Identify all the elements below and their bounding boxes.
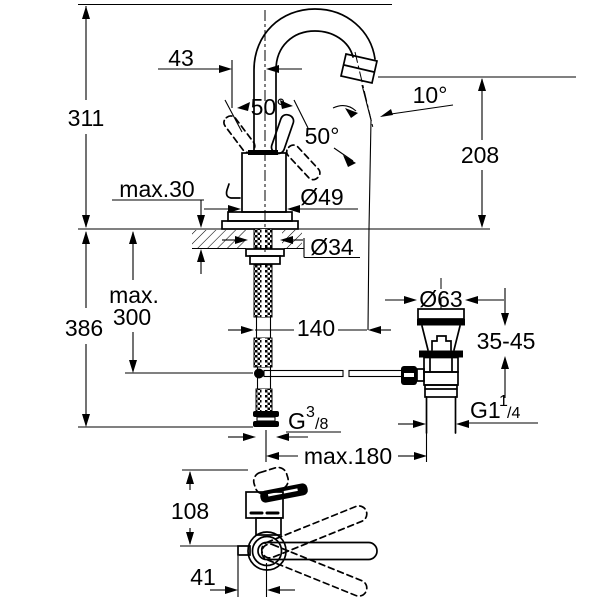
- dim-swing-left: 50°: [224, 94, 309, 133]
- dim-spout-reach: 140: [228, 315, 391, 341]
- dim-label-386: 386: [65, 315, 103, 341]
- plan-front-tab: [237, 545, 251, 556]
- dim-label-max30: max.30: [119, 176, 194, 202]
- hose-channel-1: [261, 265, 265, 317]
- dim-label-311: 311: [68, 105, 105, 131]
- dim-label-63: Ø63: [419, 286, 462, 312]
- lever-dashed-left: [223, 115, 256, 154]
- dim-label-g114-sup: 1: [499, 393, 508, 410]
- deck-hatch-left: [192, 230, 246, 248]
- dim-label-34: Ø34: [310, 234, 354, 260]
- dim-body-diameter: Ø49: [204, 184, 358, 213]
- waste-taper-right: [453, 325, 461, 351]
- linkage-rod-left: [263, 369, 344, 378]
- plan-neck: [255, 517, 282, 536]
- dim-label-41: 41: [190, 564, 216, 590]
- dim-label-max180: max.180: [304, 443, 392, 469]
- dim-label-140: 140: [297, 315, 335, 341]
- spout-inner-edge: [275, 30, 354, 154]
- dim-label-50-left: 50°: [251, 94, 286, 120]
- dim-waste-thread: G1 1 /4: [398, 393, 538, 428]
- hose-nut-top: [253, 411, 279, 417]
- popup-rod-knob: [225, 183, 241, 199]
- plan-handle-dashed-down: [260, 543, 368, 597]
- tailpipe-flange: [424, 384, 458, 398]
- hose-channel-3: [261, 389, 265, 412]
- cartridge-cap: [248, 150, 278, 155]
- dim-label-g38-sup: 3: [306, 404, 315, 421]
- rod-joint-slot: [404, 373, 414, 377]
- waste-taper-left: [421, 325, 429, 351]
- popup-waste-assembly: [401, 278, 465, 462]
- spout-outlet-cap: [339, 52, 379, 85]
- dim-label-g38: G: [288, 408, 306, 434]
- dim-label-g114-den: /4: [507, 405, 520, 422]
- plan-handle-solid: [257, 541, 378, 561]
- dimensions: 311 43 50° 50°: [65, 3, 576, 597]
- dim-label-300: 300: [113, 304, 151, 330]
- plan-view-faucet: [237, 466, 378, 597]
- dim-label-108: 108: [171, 498, 209, 524]
- waste-flange-band: [417, 319, 465, 326]
- rod-joint-sleeve: [416, 368, 425, 382]
- front-view-faucet: [221, 8, 379, 331]
- waste-locknut: [419, 350, 463, 358]
- dim-label-max: max.: [109, 282, 159, 308]
- rod-pivot-ball: [254, 368, 264, 379]
- dim-label-208: 208: [461, 142, 499, 168]
- dim-hole-diameter: Ø34: [222, 234, 360, 260]
- dim-label-10: 10°: [413, 82, 448, 108]
- dim-label-43: 43: [168, 45, 194, 71]
- swivel-arc-arrow: [332, 105, 358, 118]
- waste-plug: [431, 335, 452, 351]
- dim-plan-front-offset: 41: [190, 556, 295, 597]
- below-deck-assembly: [245, 228, 404, 427]
- dim-label-g38-den: /8: [315, 416, 328, 433]
- dim-spout-offset: 43: [158, 45, 302, 108]
- dim-hose-length: max. 300: [109, 231, 253, 374]
- dim-rod-reach: max.180: [265, 430, 427, 469]
- hose-nut-bottom: [253, 421, 279, 427]
- dim-label-g114: G1: [470, 397, 501, 423]
- spout-outer-edge: [253, 8, 376, 154]
- dim-waste-diameter: Ø63: [385, 286, 504, 312]
- hose-channel-2: [261, 338, 265, 367]
- shank-channel: [261, 229, 265, 248]
- lever-solid: [270, 113, 295, 155]
- dim-deck-thickness: max.30: [112, 176, 205, 274]
- dim-label-49: Ø49: [300, 184, 343, 210]
- dim-waste-deck-range: 35-45: [477, 288, 536, 398]
- dim-label-50-right: 50°: [305, 123, 340, 149]
- dim-outlet-angle: 10°: [378, 76, 576, 117]
- dim-overall-height: 311: [68, 6, 105, 228]
- lever-dashed-right: [285, 144, 321, 181]
- dim-swing-right: 50°: [305, 123, 356, 167]
- mounting-nut: [249, 255, 281, 265]
- dim-label-35-45: 35-45: [477, 328, 536, 354]
- stream-extension-line: [361, 84, 372, 331]
- aerator-line: [343, 64, 375, 73]
- dim-outlet-height: 208: [461, 78, 499, 228]
- dim-supply-thread: G 3 /8: [228, 404, 341, 441]
- dim-plan-depth: 108: [171, 469, 248, 547]
- dim-below-deck-total: 386: [65, 231, 253, 428]
